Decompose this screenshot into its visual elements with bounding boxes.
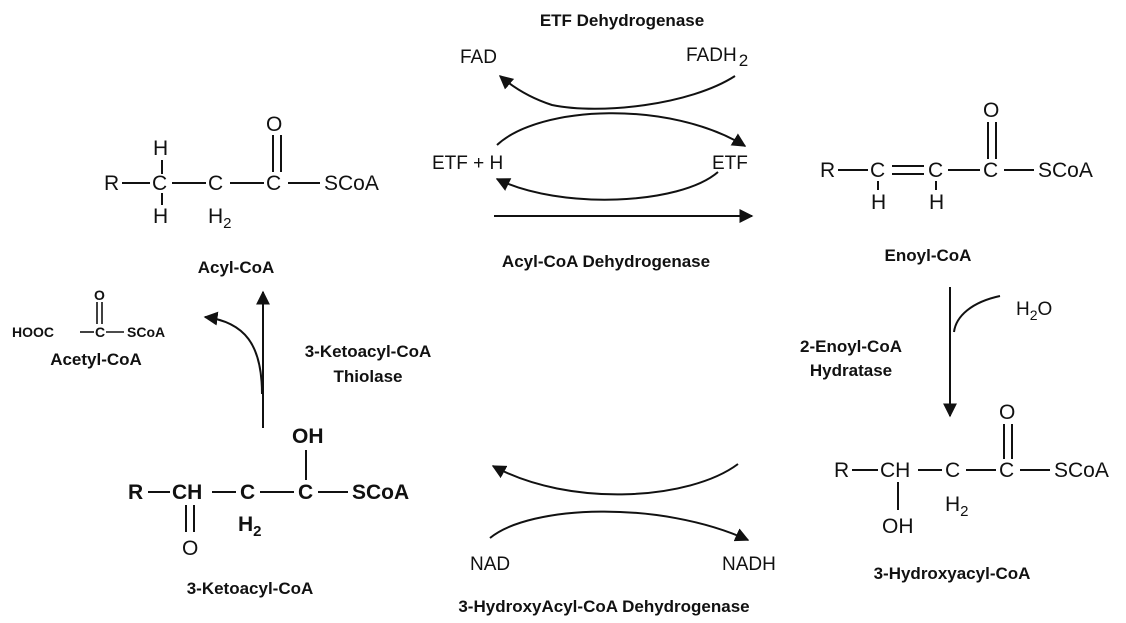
acetyl-coa-bonds — [80, 302, 124, 333]
etf-return-arrow — [495, 171, 719, 201]
nad-label: NAD — [470, 554, 511, 575]
ketoacyl-coa-bonds — [148, 450, 348, 532]
etf-h-label: ETF + H — [432, 153, 504, 174]
enoyl-coa-bonds — [838, 122, 1034, 190]
nad-to-nadh-arrow — [489, 510, 750, 542]
hydroxyacyl-dehydrogenase-label: 3-HydroxyAcyl-CoA Dehydrogenase — [458, 597, 750, 616]
hydroxyacyl-coa-name: 3-Hydroxyacyl-CoA — [873, 564, 1031, 583]
etf-label: ETF — [712, 153, 748, 174]
nadh-label: NADH — [722, 554, 776, 575]
enoyl-coa-hydratase-label-line1: 2-Enoyl-CoA — [800, 337, 902, 356]
fad-label: FAD — [460, 47, 497, 68]
thiolase-label-line2: Thiolase — [333, 367, 403, 386]
acyl-coa-dehydrogenase-label: Acyl-CoA Dehydrogenase — [501, 252, 711, 271]
acetyl-coa-name: Acetyl-CoA — [50, 350, 142, 369]
hydroxyacyl-coa-bonds — [852, 424, 1050, 510]
acetyl-release-curve — [203, 311, 263, 395]
enoyl-coa-hydratase-label-line2: Hydratase — [809, 361, 893, 380]
etfh-to-etf-arrow — [496, 112, 747, 147]
enoyl-coa-name: Enoyl-CoA — [884, 246, 972, 265]
acyl-coa-bonds — [122, 135, 320, 205]
thiolase-label-line1: 3-Ketoacyl-CoA — [304, 342, 432, 361]
water-label: H2O — [1016, 299, 1053, 323]
acyl-coa-name: Acyl-CoA — [197, 258, 275, 277]
nadh-curve-arrow — [491, 463, 739, 496]
etf-dehydrogenase-label: ETF Dehydrogenase — [539, 11, 705, 30]
ketoacyl-coa-name: 3-Ketoacyl-CoA — [186, 579, 314, 598]
fadh2-to-fad-arrow — [498, 75, 736, 110]
water-entry-curve — [953, 295, 1001, 333]
